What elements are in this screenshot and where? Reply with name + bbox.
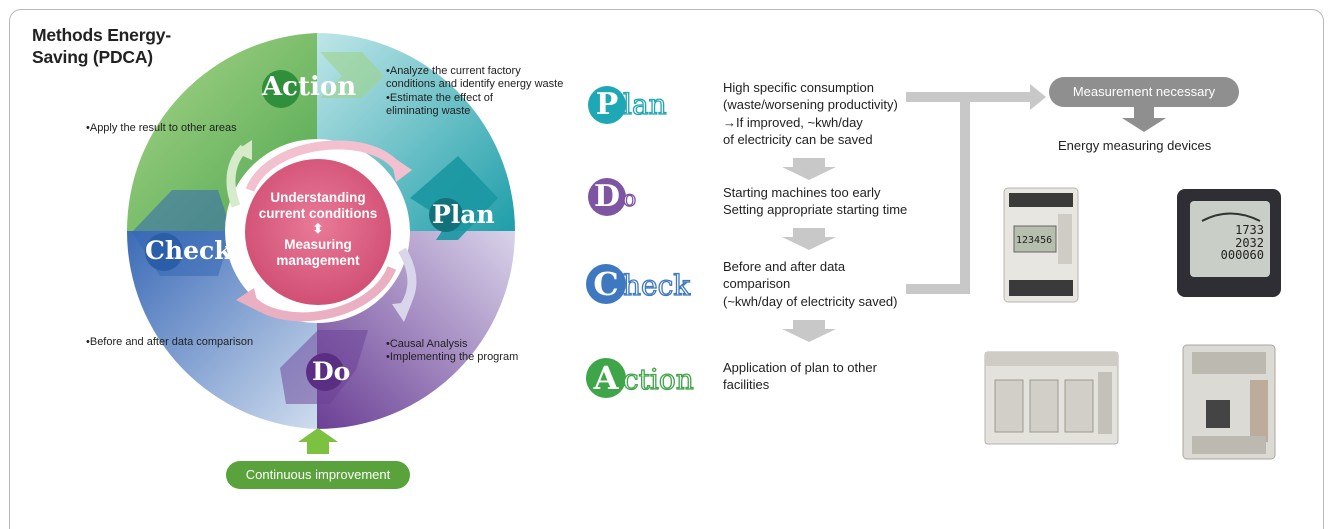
step-do-desc: Starting machines too early Setting appr… xyxy=(723,184,907,219)
devices-label: Energy measuring devices xyxy=(1058,138,1211,153)
note-action-1: •Analyze the current factory conditions … xyxy=(386,65,564,91)
step-plan-desc: High specific consumption (waste/worseni… xyxy=(723,79,898,148)
cycle-arrow-bottom xyxy=(248,266,397,322)
flow-arrow-3 xyxy=(782,320,836,342)
step-do-line-1: Starting machines too early xyxy=(723,185,881,200)
panel-frame xyxy=(9,9,1324,529)
device-din-meter xyxy=(1003,187,1079,303)
center-line-1: Understanding xyxy=(270,190,366,205)
step-do-line-2: Setting appropriate starting time xyxy=(723,202,908,218)
step-check-line-3: (~kwh/day of electricity saved) xyxy=(723,293,898,309)
step-plan-line-3: →If improved, ~kwh/day xyxy=(723,114,863,130)
continuous-improvement-text: Continuous improvement xyxy=(245,467,391,482)
do-label-text: Do xyxy=(312,357,351,386)
device-breaker xyxy=(1182,344,1276,460)
step-action-line-2: facilities xyxy=(723,377,770,393)
check-label: Check xyxy=(145,236,232,265)
meter2-display-line-2: 2032 xyxy=(1235,235,1264,250)
meter2-display: 1733 2032 000060 xyxy=(1208,224,1264,262)
note-check-text: •Before and after data comparison xyxy=(86,336,254,348)
cycle-arrow-top-head xyxy=(390,155,412,182)
center-text: Understanding current conditions ⬍ Measu… xyxy=(258,190,378,269)
plan-arrow-tip xyxy=(410,156,498,240)
step-plan-line-1: High specific consumption xyxy=(723,80,875,95)
step-action-desc: Application of plan to other facilities xyxy=(723,359,877,394)
ring-check-quadrant xyxy=(126,231,317,429)
note-do-2: •Implementing the program xyxy=(386,351,519,364)
step-check-rest: heck xyxy=(622,268,691,302)
ring-do-quadrant xyxy=(317,231,515,429)
step-check-desc: Before and after data comparison (~kwh/d… xyxy=(723,258,897,310)
check-label-text: Check xyxy=(145,236,232,265)
measurement-necessary-badge: Measurement necessary xyxy=(1049,77,1239,107)
note-do: •Causal Analysis •Implementing the progr… xyxy=(386,338,518,365)
do-label-circle xyxy=(306,353,344,391)
meter2-display-line-3: 000060 xyxy=(1220,248,1264,263)
cycle-arrow-bottom-head xyxy=(236,288,260,312)
step-action-initial: A xyxy=(586,358,626,398)
center-line-4: management xyxy=(276,252,360,268)
measure-down-arrow xyxy=(1122,107,1166,132)
action-label: Action xyxy=(262,72,356,102)
cycle-arrow-right-head xyxy=(392,302,412,322)
flow-arrow-1 xyxy=(782,158,836,180)
step-check-line-2: comparison xyxy=(723,276,791,292)
bracket-bottom-line xyxy=(906,284,970,294)
step-action-rest: ction xyxy=(622,362,694,396)
note-apply: •Apply the result to other areas xyxy=(86,122,237,135)
meter2-display-line-1: 1733 xyxy=(1235,223,1264,237)
step-check-line-1: Before and after data xyxy=(723,259,846,274)
step-plan-line-4: of electricity can be saved xyxy=(723,131,873,147)
step-check-initial: C xyxy=(586,264,626,304)
device-panel-meter xyxy=(1177,189,1281,297)
action-arrow-tip xyxy=(320,52,384,98)
center-line-2: current conditions xyxy=(258,206,378,222)
cycle-arrow-left-head xyxy=(234,140,252,160)
check-label-circle xyxy=(145,233,183,271)
meter1-display-text: 123456 xyxy=(1016,235,1053,246)
page-title: Methods Energy-Saving (PDCA) xyxy=(32,24,202,69)
note-do-1: •Causal Analysis xyxy=(386,338,468,350)
meter1-display: 123456 xyxy=(1016,235,1052,246)
page-title-text: Methods Energy-Saving (PDCA) xyxy=(32,25,171,68)
note-action: •Analyze the current factory conditions … xyxy=(386,65,566,119)
pdca-cycle-graphic xyxy=(126,33,1281,460)
plan-label-text: Plan xyxy=(432,200,495,229)
center-disc xyxy=(245,159,391,305)
bracket-vertical xyxy=(960,92,970,292)
bracket-top-head xyxy=(1030,84,1046,110)
note-apply-text: •Apply the result to other areas xyxy=(86,122,237,134)
continuous-up-arrow xyxy=(298,428,338,454)
step-do-rest: o xyxy=(622,186,637,212)
action-label-text: Action xyxy=(262,72,357,102)
measurement-necessary-text: Measurement necessary xyxy=(1072,84,1216,99)
step-do-initial: D xyxy=(588,178,626,216)
do-label: Do xyxy=(312,357,350,386)
device-module-unit xyxy=(984,351,1119,445)
step-plan-initial: P xyxy=(588,86,626,124)
center-line-3: Measuring xyxy=(284,236,352,252)
step-action-line-1: Application of plan to other xyxy=(723,360,877,375)
note-check: •Before and after data comparison xyxy=(86,336,253,349)
cycle-arrow-top xyxy=(245,140,402,192)
devices-label-text: Energy measuring devices xyxy=(1058,138,1212,153)
plan-label: Plan xyxy=(432,200,495,229)
step-plan-line-2: (waste/worsening productivity) xyxy=(723,97,898,113)
step-plan-rest: lan xyxy=(622,87,667,121)
center-arrow-icon: ⬍ xyxy=(312,221,324,237)
action-label-circle xyxy=(262,70,300,108)
flow-arrow-2 xyxy=(782,228,836,250)
plan-label-circle xyxy=(429,198,463,232)
note-action-2: •Estimate the effect of eliminating wast… xyxy=(386,91,493,118)
continuous-improvement-badge: Continuous improvement xyxy=(226,461,410,489)
